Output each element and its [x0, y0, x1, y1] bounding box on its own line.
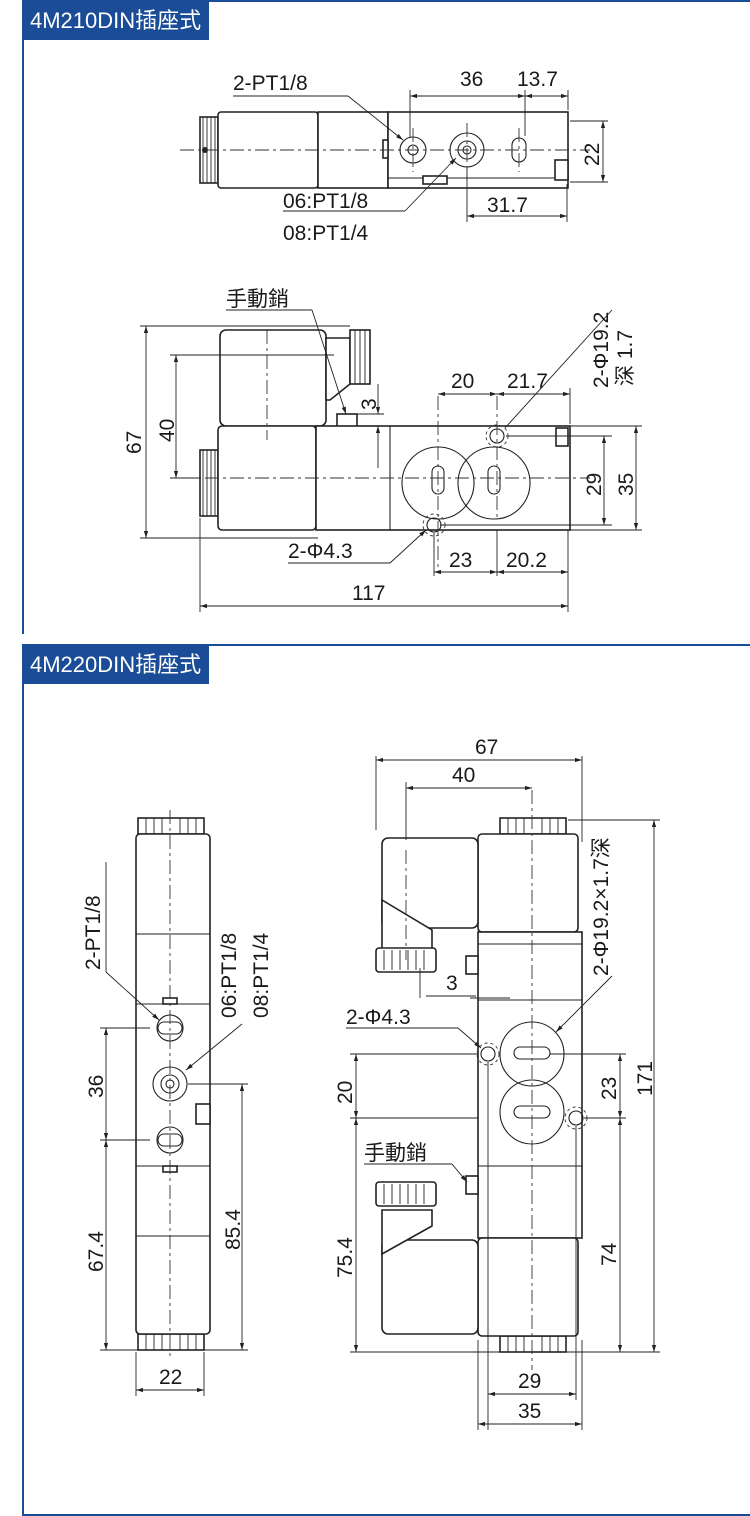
dim-w20: 20 — [451, 370, 474, 393]
dim-w67: 67 — [475, 736, 498, 759]
dim-w20-2: 20.2 — [506, 549, 547, 572]
dim-h29: 29 — [583, 473, 606, 496]
dim-hole: 2-Φ4.3 — [288, 540, 353, 563]
dim-port-b1: 06:PT1/8 — [283, 190, 368, 213]
dim-h67-4: 67.4 — [85, 1231, 108, 1272]
section-4m220: 4M220DIN插座式 — [22, 644, 750, 1516]
dim-bore: 2-Φ19.2×1.7深 — [590, 837, 613, 976]
label-manual-pin: 手動銷 — [226, 288, 289, 311]
dim-h74: 74 — [598, 1242, 621, 1266]
dim-port-b2: 08:PT1/4 — [283, 222, 369, 245]
front-view-4m220: 2-PT1/8 06:PT1/8 08:PT1/4 36 67.4 85.4 2… — [82, 810, 273, 1396]
dim-h67: 67 — [123, 431, 146, 454]
dim-w21-7: 21.7 — [507, 370, 548, 393]
dim-w36: 36 — [460, 68, 483, 91]
dim-port-b2: 08:PT1/4 — [250, 932, 273, 1018]
top-view-4m210: 2-PT1/8 36 13.7 22 06:PT1/8 08:PT1/4 31.… — [180, 68, 608, 245]
dim-w35: 35 — [518, 1400, 541, 1423]
dim-h23: 23 — [598, 1077, 621, 1100]
dim-port-a: 2-PT1/8 — [233, 72, 308, 95]
dim-h85-4: 85.4 — [222, 1209, 245, 1250]
dim-h3: 3 — [446, 972, 458, 995]
dim-h36: 36 — [85, 1075, 108, 1098]
dim-h22: 22 — [581, 143, 604, 166]
dim-bore1: 2-Φ19.2 — [590, 312, 613, 388]
dim-bore2: 深 1.7 — [614, 330, 637, 386]
dim-h171: 171 — [634, 1061, 657, 1096]
dim-w29: 29 — [518, 1370, 541, 1393]
side-view-4m220: 67 40 171 2-Φ19.2×1.7深 3 2-Φ4.3 20 23 手動… — [334, 736, 660, 1430]
dim-h20: 20 — [334, 1081, 357, 1104]
dim-h35: 35 — [615, 473, 638, 496]
dim-h3: 3 — [358, 398, 381, 410]
dim-w22: 22 — [159, 1366, 182, 1389]
dim-port-a: 2-PT1/8 — [82, 895, 105, 970]
section-title: 4M210DIN插座式 — [24, 2, 210, 40]
dim-w31-7: 31.7 — [487, 194, 528, 217]
dim-w13-7: 13.7 — [517, 68, 558, 91]
dim-hole: 2-Φ4.3 — [346, 1006, 411, 1029]
label-manual-pin: 手動銷 — [364, 1142, 427, 1165]
dim-w23: 23 — [449, 549, 472, 572]
dim-w40: 40 — [452, 764, 475, 787]
section-title: 4M220DIN插座式 — [24, 646, 210, 684]
dim-port-b1: 06:PT1/8 — [218, 933, 241, 1018]
dim-w117: 117 — [352, 582, 385, 605]
section-4m210: 4M210DIN插座式 — [22, 0, 750, 634]
dim-h75-4: 75.4 — [334, 1237, 357, 1278]
dim-h40: 40 — [156, 419, 179, 442]
side-view-4m210: 手動銷 67 40 3 20 21.7 2-Φ19.2 深 1.7 29 35 — [123, 288, 642, 612]
